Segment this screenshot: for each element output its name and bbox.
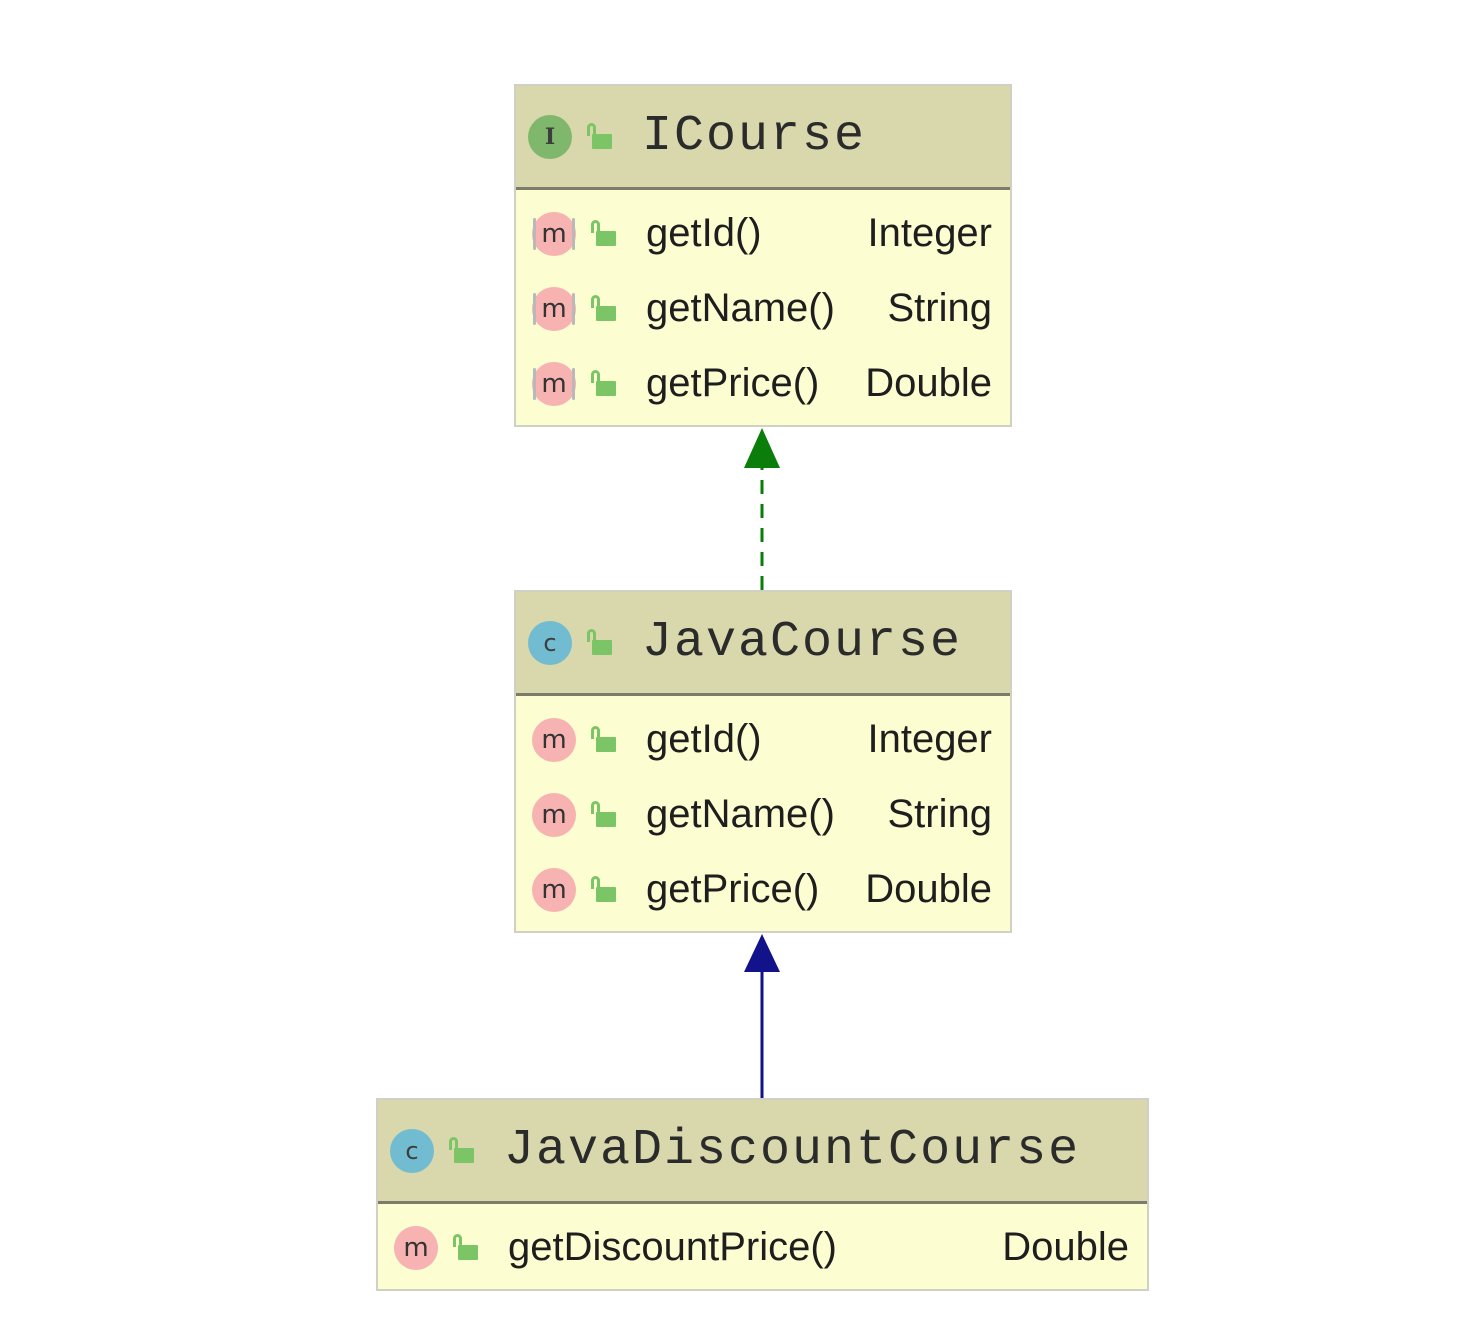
- return-type: Double: [1002, 1225, 1129, 1269]
- return-type: Integer: [867, 717, 992, 761]
- member-list: m getId() Integer m getName() String m g…: [516, 696, 1010, 927]
- method-icon: m: [532, 717, 576, 762]
- public-lock-icon: [590, 369, 618, 398]
- member-row[interactable]: m getPrice() Double: [516, 346, 1010, 421]
- method-name: getName(): [646, 286, 835, 330]
- method-name: getDiscountPrice(): [508, 1225, 838, 1269]
- member-row[interactable]: m getId() Integer: [516, 702, 1010, 777]
- abstract-method-icon: m: [532, 361, 576, 406]
- member-list: m getId() Integer m getName() String m g…: [516, 190, 1010, 421]
- member-row[interactable]: m getName() String: [516, 777, 1010, 852]
- method-name: getName(): [646, 792, 835, 836]
- method-icon: m: [394, 1225, 438, 1270]
- class-icon: c: [528, 620, 572, 665]
- method-name: getPrice(): [646, 867, 820, 911]
- member-row[interactable]: m getPrice() Double: [516, 852, 1010, 927]
- uml-class-javacourse[interactable]: c JavaCourse m getId() Integer m getName…: [514, 590, 1012, 933]
- node-title: JavaDiscountCourse: [504, 1122, 1081, 1179]
- member-row[interactable]: m getDiscountPrice() Double: [378, 1210, 1147, 1285]
- class-icon: c: [390, 1128, 434, 1173]
- node-header: I ICourse: [516, 86, 1010, 190]
- method-name: getId(): [646, 211, 762, 255]
- node-header: c JavaCourse: [516, 592, 1010, 696]
- node-title: JavaCourse: [642, 614, 963, 671]
- member-list: m getDiscountPrice() Double: [378, 1204, 1147, 1285]
- return-type: Double: [865, 867, 992, 911]
- return-type: String: [887, 286, 993, 330]
- return-type: Integer: [867, 211, 992, 255]
- public-lock-icon: [448, 1136, 476, 1165]
- member-row[interactable]: m getId() Integer: [516, 196, 1010, 271]
- public-lock-icon: [590, 800, 618, 829]
- abstract-method-icon: m: [532, 211, 576, 256]
- abstract-method-icon: m: [532, 286, 576, 331]
- edge-implements-icourse: [744, 428, 780, 590]
- method-name: getPrice(): [646, 361, 820, 405]
- method-name: getId(): [646, 717, 762, 761]
- public-lock-icon: [590, 294, 618, 323]
- node-header: c JavaDiscountCourse: [378, 1100, 1147, 1204]
- return-type: String: [887, 792, 993, 836]
- uml-class-javadiscountcourse[interactable]: c JavaDiscountCourse m getDiscountPrice(…: [376, 1098, 1149, 1291]
- public-lock-icon: [590, 875, 618, 904]
- member-row[interactable]: m getName() String: [516, 271, 1010, 346]
- public-lock-icon: [590, 725, 618, 754]
- node-title: ICourse: [642, 108, 867, 165]
- public-lock-icon: [586, 122, 614, 151]
- interface-icon: I: [528, 114, 572, 159]
- method-icon: m: [532, 792, 576, 837]
- public-lock-icon: [586, 628, 614, 657]
- edge-extends-javacourse: [744, 934, 780, 1098]
- return-type: Double: [865, 361, 992, 405]
- public-lock-icon: [452, 1233, 480, 1262]
- public-lock-icon: [590, 219, 618, 248]
- method-icon: m: [532, 867, 576, 912]
- uml-interface-icourse[interactable]: I ICourse m getId() Integer m getName() …: [514, 84, 1012, 427]
